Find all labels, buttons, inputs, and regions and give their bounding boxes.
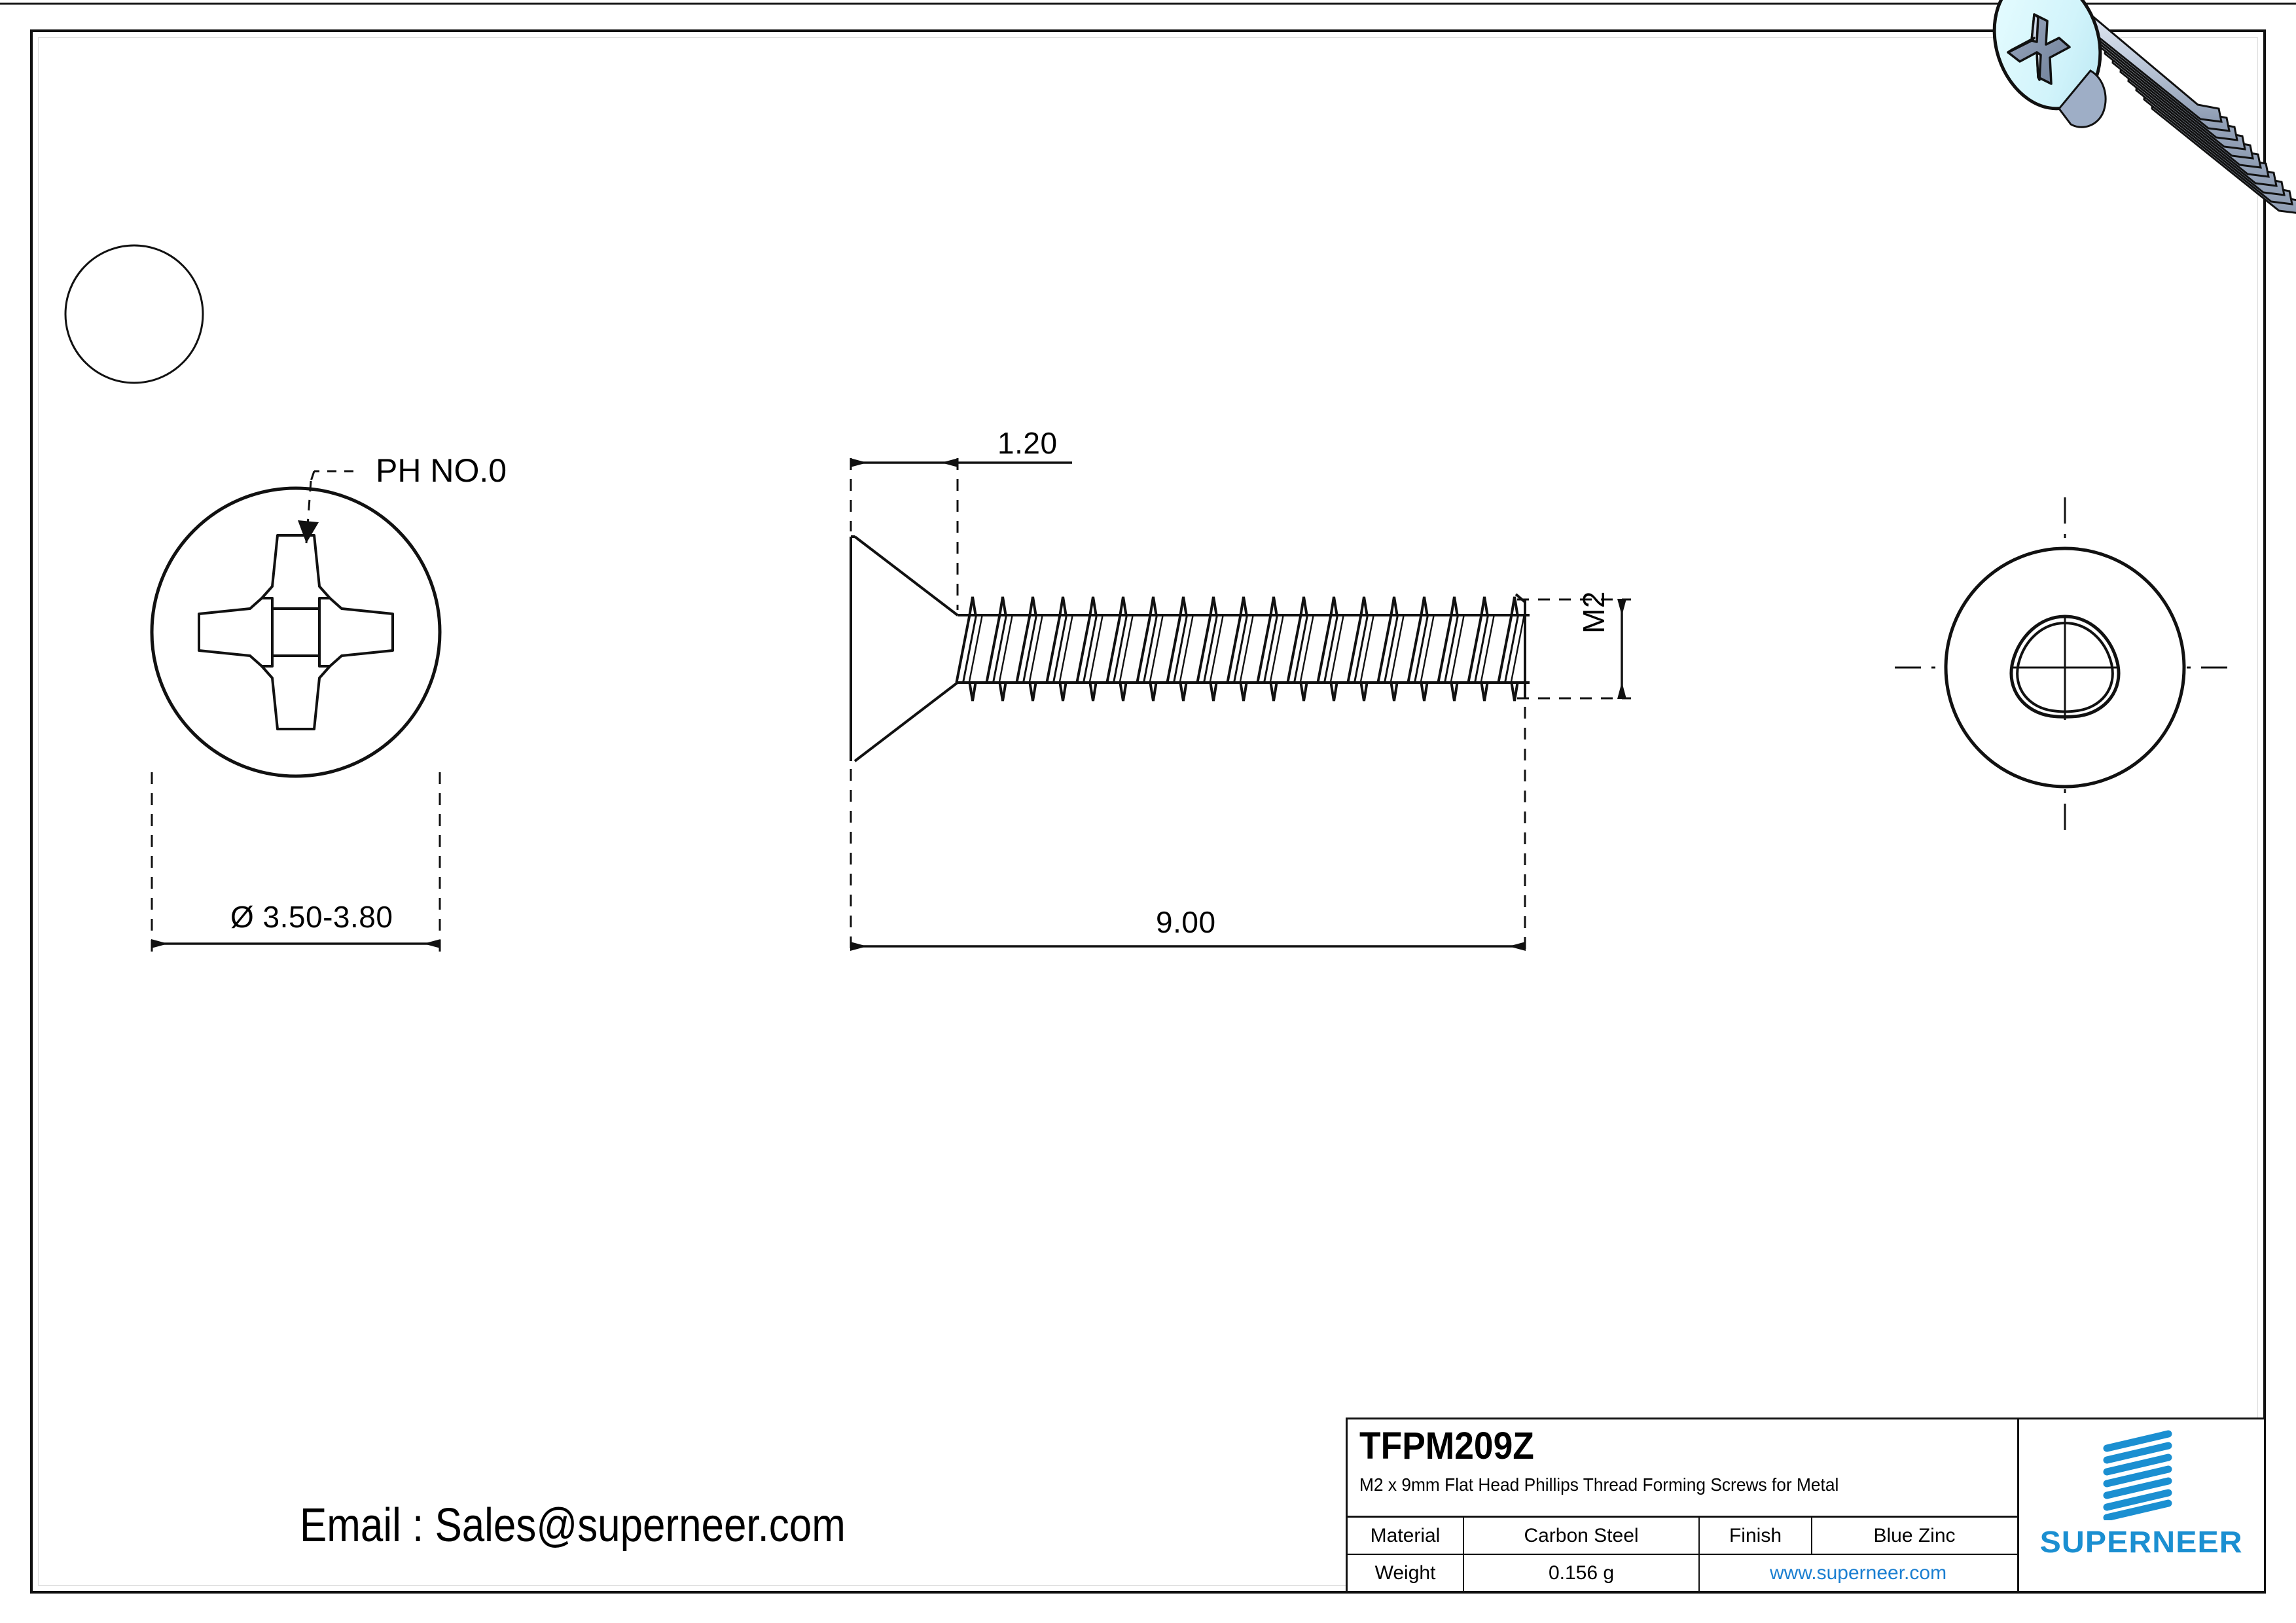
title-block-row-material: Material Carbon Steel Finish Blue Zinc <box>1348 1518 2017 1555</box>
finish-value: Blue Zinc <box>1873 1524 1956 1546</box>
overall-length-label: 9.00 <box>1156 905 1216 939</box>
brand-block: SUPERNEER <box>2019 1419 2264 1591</box>
part-code: TFPM209Z <box>1359 1425 1534 1467</box>
ph-number-label: PH NO.0 <box>376 452 507 489</box>
thread-diameter-label: M2 <box>1577 591 1611 633</box>
drawing-frame-inner <box>38 37 2258 1586</box>
website-link[interactable]: www.superneer.com <box>1769 1561 1947 1584</box>
sheet-edge-line <box>0 3 2296 5</box>
material-value: Carbon Steel <box>1464 1518 1700 1554</box>
weight-value: 0.156 g <box>1464 1555 1700 1591</box>
material-label: Material <box>1348 1518 1464 1554</box>
title-block-description: TFPM209Z M2 x 9mm Flat Head Phillips Thr… <box>1348 1419 2017 1518</box>
part-description: M2 x 9mm Flat Head Phillips Thread Formi… <box>1359 1474 1839 1495</box>
brand-name: SUPERNEER <box>2039 1525 2244 1559</box>
finish-label: Finish <box>1700 1518 1812 1554</box>
title-block-row-weight: Weight 0.156 g www.superneer.com <box>1348 1555 2017 1591</box>
head-height-label: 1.20 <box>997 426 1058 460</box>
title-block-left: TFPM209Z M2 x 9mm Flat Head Phillips Thr… <box>1348 1419 2019 1591</box>
email-text: Email : Sales@superneer.com <box>300 1499 846 1552</box>
title-block: TFPM209Z M2 x 9mm Flat Head Phillips Thr… <box>1346 1418 2266 1593</box>
drawing-frame <box>30 29 2266 1594</box>
weight-label: Weight <box>1348 1555 1464 1591</box>
head-diameter-label: Ø 3.50-3.80 <box>230 900 393 934</box>
superneer-logo-icon <box>2103 1430 2172 1520</box>
